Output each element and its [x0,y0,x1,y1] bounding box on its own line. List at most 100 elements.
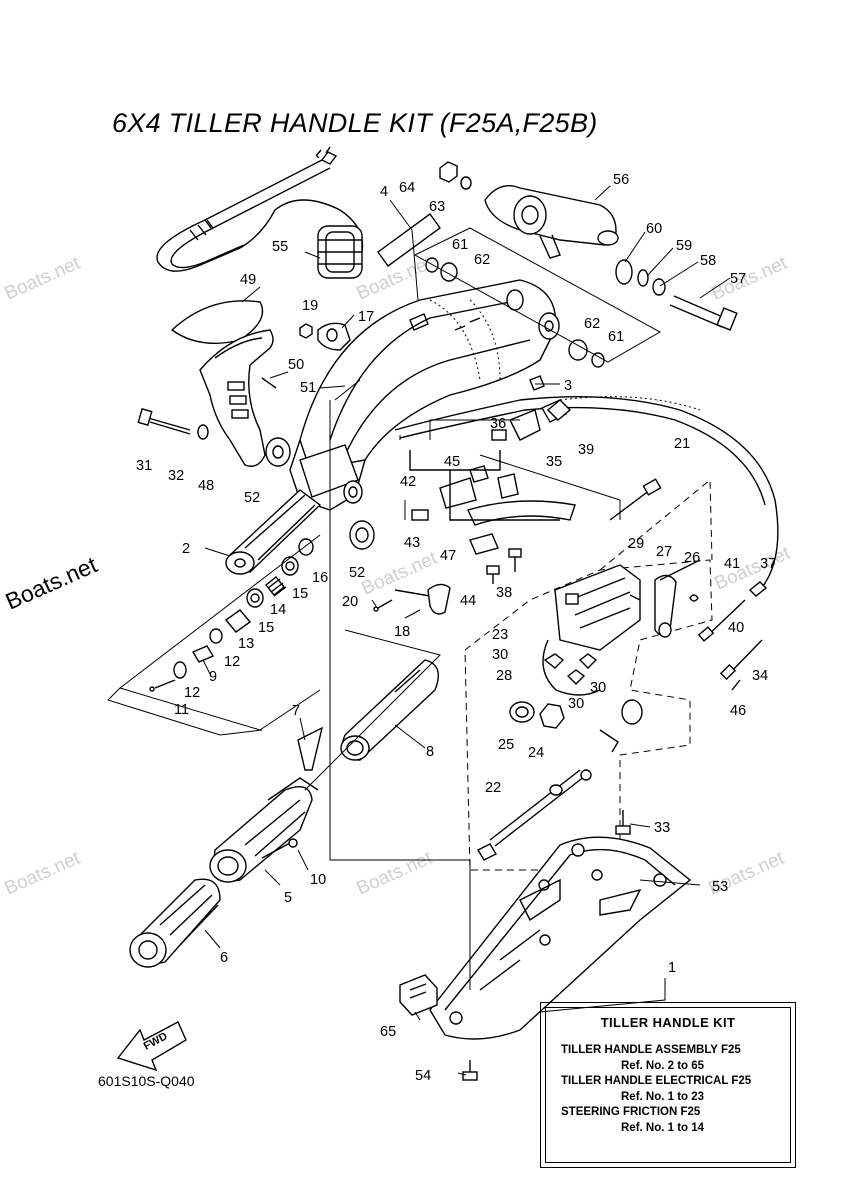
watermark-main: Boats.net [1,551,101,615]
callout-58: 58 [700,253,716,269]
watermark: Boats.net [353,847,436,899]
grommet-55 [317,225,363,279]
throttle-grip-parts [129,659,439,968]
callout-4: 4 [380,184,388,200]
kit-heading: TILLER HANDLE KIT [600,1015,736,1030]
switch-assembly [464,478,713,871]
callout-33: 33 [654,820,670,836]
kit-line-5: STEERING FRICTION F25 [561,1106,701,1118]
callout-47: 47 [440,548,456,564]
callout-61b: 61 [608,329,624,345]
callout-36: 36 [490,416,506,432]
callout-9: 9 [209,669,217,685]
callout-43: 43 [404,535,420,551]
connector-and-screws [399,810,631,1081]
callout-17: 17 [358,309,374,325]
kit-line-3: TILLER HANDLE ELECTRICAL F25 [561,1075,752,1087]
callout-52a: 52 [244,490,260,506]
callout-11: 11 [174,702,189,718]
diagram-title: 6X4 TILLER HANDLE KIT (F25A,F25B) [112,108,598,138]
callout-53: 53 [712,879,728,895]
callout-10: 10 [310,872,326,888]
callout-34: 34 [752,668,768,684]
callout-18: 18 [394,624,410,640]
friction-assembly [225,489,322,575]
callout-49: 49 [240,272,256,288]
callout-31: 31 [136,458,152,474]
callout-14: 14 [270,602,286,618]
callout-28: 28 [496,668,512,684]
wiring [394,395,779,591]
callout-numbers: 1 2 3 4 5 6 7 8 9 10 11 12 12 13 14 15 1… [136,172,776,1084]
callout-61a: 61 [452,237,468,253]
handle-cover [137,300,375,550]
callout-25: 25 [498,737,514,753]
watermark: Boats.net [1,252,84,304]
callout-39: 39 [578,442,594,458]
callout-38: 38 [496,585,512,601]
kit-line-4: Ref. No. 1 to 23 [621,1091,705,1103]
callout-65: 65 [380,1024,396,1040]
callout-56: 56 [613,172,629,188]
callout-40: 40 [728,620,744,636]
callout-29: 29 [628,536,644,552]
callout-51: 51 [300,380,316,396]
lower-cover [429,836,692,1040]
callout-1: 1 [668,960,676,976]
bracket-17-19 [299,322,351,351]
callout-leaders [202,185,731,1076]
callout-54: 54 [415,1068,431,1084]
callout-3: 3 [564,378,572,394]
guide-lines [304,379,621,990]
callout-30b: 30 [590,680,606,696]
callout-60: 60 [646,221,662,237]
callout-23: 23 [492,627,508,643]
callout-27: 27 [656,544,672,560]
tiller-arm [289,279,560,511]
callout-12a: 12 [224,654,240,670]
kit-info-inner [545,1007,791,1163]
callout-30c: 30 [568,696,584,712]
callout-13: 13 [238,636,254,652]
callout-12b: 12 [184,685,200,701]
callout-22: 22 [485,780,501,796]
callout-24: 24 [528,745,544,761]
callout-7: 7 [292,703,300,719]
callout-37: 37 [760,556,776,572]
callout-5: 5 [284,890,292,906]
decal-4 [377,213,441,267]
callout-2: 2 [182,541,190,557]
steering-bracket [413,161,738,368]
callout-62a: 62 [474,252,490,268]
callout-50: 50 [288,357,304,373]
callout-35: 35 [546,454,562,470]
callout-59: 59 [676,238,692,254]
kit-info-box: TILLER HANDLE KIT TILLER HANDLE ASSEMBLY… [540,1002,796,1168]
callout-46: 46 [730,703,746,719]
callout-63: 63 [429,199,445,215]
callout-15b: 15 [292,586,308,602]
callout-32: 32 [168,468,184,484]
watermark: Boats.net [1,847,84,899]
callout-48: 48 [198,478,214,494]
callout-52b: 52 [349,565,365,581]
callout-6: 6 [220,950,228,966]
fwd-arrow: FWD [116,1021,187,1072]
callout-42: 42 [400,474,416,490]
wire-terminals [546,399,768,691]
kit-line-6: Ref. No. 1 to 14 [621,1122,705,1134]
callout-20: 20 [342,594,358,610]
callout-41: 41 [724,556,740,572]
friction-knob [373,583,451,615]
cable-brackets [409,375,576,584]
callout-44: 44 [460,593,476,609]
diagram-code: 601S10S-Q040 [98,1073,195,1089]
callout-8: 8 [426,744,434,760]
callout-26: 26 [684,550,700,566]
callout-16: 16 [312,570,328,586]
kit-line-1: TILLER HANDLE ASSEMBLY F25 [561,1044,741,1056]
callout-15a: 15 [258,620,274,636]
small-parts-12-16 [107,534,321,736]
watermark: Boats.net [708,252,791,304]
